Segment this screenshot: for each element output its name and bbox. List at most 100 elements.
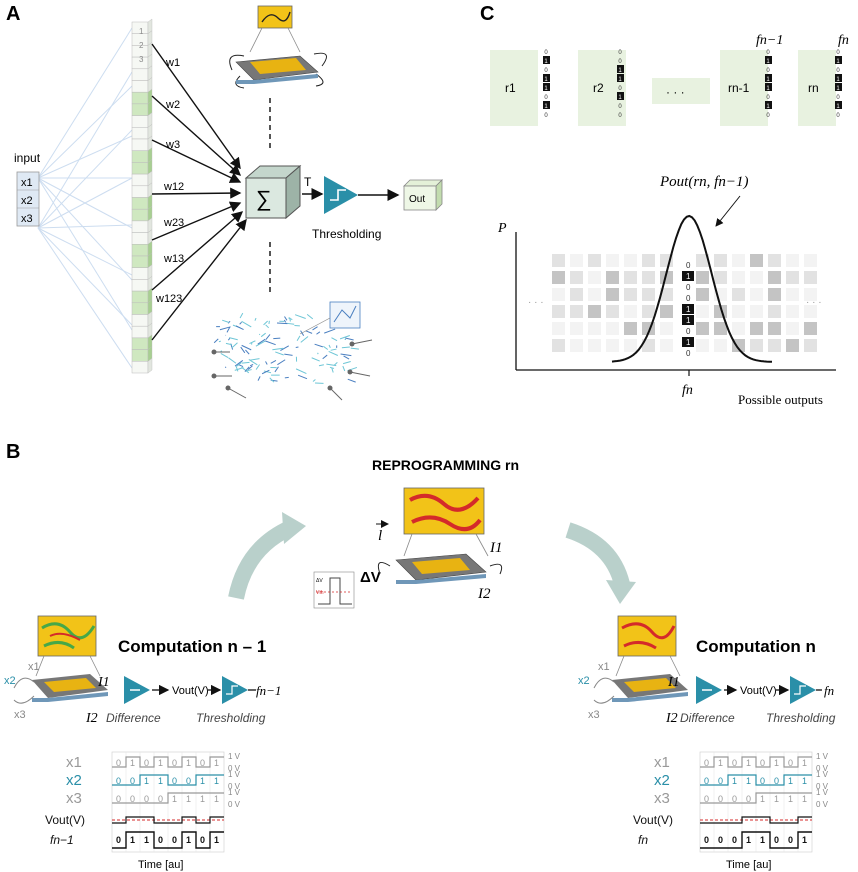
molecule-bond bbox=[245, 349, 250, 355]
output-cell bbox=[714, 254, 727, 267]
lead-wire bbox=[227, 387, 247, 399]
timing-bit: 1 bbox=[144, 776, 149, 786]
left-difference: Difference bbox=[106, 711, 161, 725]
time-label: Time [au] bbox=[726, 859, 771, 871]
output-cell bbox=[642, 305, 655, 318]
right-vout: Vout(V) bbox=[740, 685, 777, 697]
weight-w23: w23 bbox=[163, 217, 184, 229]
lead-wire bbox=[351, 339, 373, 345]
timing-bit: 0 bbox=[704, 794, 709, 804]
timing-bit: 1 bbox=[760, 794, 765, 804]
output-cell bbox=[696, 322, 709, 335]
timing-bit: 0 bbox=[116, 794, 121, 804]
weight-w3: w3 bbox=[165, 139, 180, 151]
molecular-network-icon bbox=[211, 301, 373, 401]
f-bit: 1 bbox=[802, 835, 807, 845]
column-cell bbox=[131, 349, 149, 362]
timing-bit: 1 bbox=[774, 794, 779, 804]
register-rn-1 bbox=[720, 50, 768, 126]
output-cell bbox=[606, 322, 619, 335]
molecule-bond bbox=[322, 354, 328, 360]
f-bit: 1 bbox=[144, 835, 149, 845]
timing-bit: 1 bbox=[186, 758, 191, 768]
bit-value: 1 bbox=[544, 104, 548, 110]
output-cell bbox=[660, 271, 673, 284]
timing-bit: 1 bbox=[172, 794, 177, 804]
molecule-bond bbox=[277, 359, 286, 366]
panel-b-letter: B bbox=[6, 441, 20, 463]
f-bit: 0 bbox=[116, 835, 121, 845]
molecule-bond bbox=[263, 320, 269, 326]
timing-wave bbox=[112, 756, 224, 768]
center-bit-dark bbox=[682, 271, 694, 281]
molecule-bond bbox=[222, 319, 230, 323]
timing-bit: 1 bbox=[746, 758, 751, 768]
weight-w123: w123 bbox=[155, 293, 182, 305]
delta-v: ΔV bbox=[360, 569, 381, 586]
f-bit: 1 bbox=[214, 835, 219, 845]
molecule-bond bbox=[257, 338, 266, 345]
bit-value: 0 bbox=[618, 113, 622, 119]
bit-cell-dark bbox=[835, 101, 842, 109]
f-bit: 0 bbox=[788, 835, 793, 845]
molecule-bond bbox=[342, 365, 346, 372]
right-i1: I1 bbox=[667, 675, 680, 690]
molecule-bond bbox=[314, 343, 324, 348]
column-cell bbox=[131, 138, 149, 151]
voltage-label: 0 V bbox=[816, 800, 829, 809]
molecule-bond bbox=[227, 337, 231, 341]
weight-w12: w12 bbox=[163, 181, 184, 193]
timing-bit: 0 bbox=[158, 794, 163, 804]
molecule-bond bbox=[244, 366, 250, 373]
center-bit-value: 0 bbox=[686, 261, 691, 270]
bit-value: 1 bbox=[544, 77, 548, 83]
ellipsis: · · · bbox=[666, 85, 685, 99]
output-cell bbox=[552, 339, 565, 352]
timing-row-label: x2 bbox=[654, 772, 670, 789]
left-thresholding: Thresholding bbox=[196, 711, 266, 725]
molecule-bond bbox=[275, 351, 284, 356]
timing-bit: 0 bbox=[130, 776, 135, 786]
lead-wire bbox=[349, 371, 371, 377]
current-i2: I2 bbox=[477, 586, 491, 602]
molecule-bond bbox=[316, 331, 321, 335]
hidden-column bbox=[131, 18, 153, 374]
panel-c-letter: C bbox=[480, 3, 494, 25]
voltage-label: 0 V bbox=[816, 782, 829, 791]
timing-bit: 1 bbox=[746, 776, 751, 786]
input-label: input bbox=[14, 151, 41, 165]
weight-w13: w13 bbox=[163, 253, 184, 265]
f-bit: 0 bbox=[172, 835, 177, 845]
molecule-bond bbox=[228, 357, 237, 364]
molecule-bond bbox=[220, 353, 229, 359]
output-cell bbox=[552, 254, 565, 267]
molecule-bond bbox=[350, 347, 359, 350]
timing-bit: 1 bbox=[718, 758, 723, 768]
timing-row-label: fn−1 bbox=[50, 833, 74, 847]
output-cell bbox=[768, 288, 781, 301]
molecule-bond bbox=[263, 370, 272, 374]
voltage-label: 1 V bbox=[816, 770, 829, 779]
current-i1: I1 bbox=[489, 540, 503, 556]
column-cell bbox=[131, 244, 149, 257]
output-cell bbox=[570, 254, 583, 267]
molecule-bond bbox=[294, 314, 306, 319]
voltage-label: 1 V bbox=[228, 752, 241, 761]
timing-wave bbox=[112, 792, 224, 804]
timing-bit: 0 bbox=[172, 758, 177, 768]
output-cell bbox=[642, 254, 655, 267]
output-cell bbox=[714, 339, 727, 352]
vout-wave bbox=[700, 816, 812, 824]
bit-value: 0 bbox=[544, 95, 548, 101]
output-cell bbox=[750, 322, 763, 335]
bit-value: 0 bbox=[766, 68, 770, 74]
f-bit: 0 bbox=[774, 835, 779, 845]
bit-value: 0 bbox=[766, 50, 770, 56]
f-bit: 1 bbox=[186, 835, 191, 845]
molecule-bond bbox=[254, 317, 257, 321]
pout-arrow bbox=[715, 195, 741, 227]
right-i2: I2 bbox=[665, 711, 678, 726]
right-f-out: fn bbox=[824, 683, 834, 698]
right-title: Computation n bbox=[696, 637, 816, 656]
output-cell bbox=[786, 339, 799, 352]
